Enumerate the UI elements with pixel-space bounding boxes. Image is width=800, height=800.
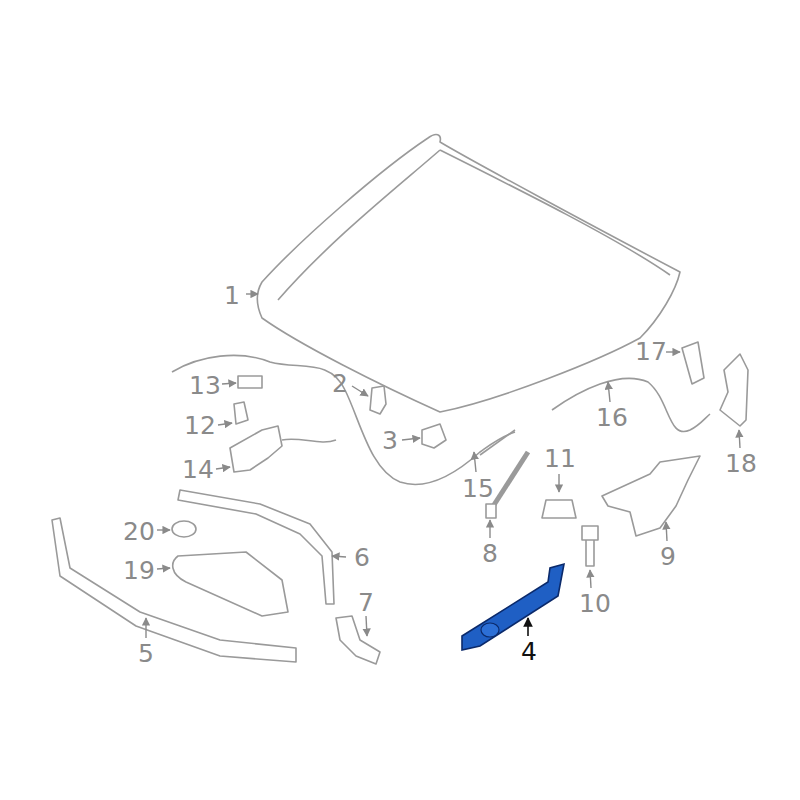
hood (258, 135, 681, 412)
callout-number: 6 (354, 545, 370, 570)
callout-number: 3 (382, 428, 398, 453)
insulator (173, 552, 288, 616)
callout-number: 9 (660, 544, 676, 569)
hinge (602, 456, 700, 536)
highlighted-part (481, 623, 499, 637)
callout-number: 8 (482, 541, 498, 566)
bracket (234, 402, 248, 424)
callout-number: 11 (544, 446, 576, 471)
leader-line (527, 618, 529, 636)
callout-number: 7 (358, 590, 374, 615)
callout-number: 4 (521, 639, 537, 664)
callout-number: 1 (224, 283, 240, 308)
callout-number: 2 (332, 371, 348, 396)
clip (238, 376, 262, 388)
callout-number: 16 (596, 405, 628, 430)
leader-lines (146, 294, 740, 638)
strut-end (486, 504, 496, 518)
nut (542, 500, 576, 518)
bolt (582, 526, 598, 566)
callout-number: 19 (123, 558, 155, 583)
callout-number: 20 (123, 519, 155, 544)
callout-number: 13 (189, 373, 221, 398)
release-cable (172, 355, 515, 484)
callout-number: 14 (182, 457, 214, 482)
highlighted-part (462, 564, 564, 650)
weatherstrip (52, 518, 296, 662)
callout-number: 12 (184, 413, 216, 438)
hinge-bracket (720, 354, 748, 426)
callout-number: 17 (635, 339, 667, 364)
bracket (336, 616, 380, 664)
striker (422, 424, 446, 448)
plug (172, 521, 196, 537)
callout-number: 15 (462, 476, 494, 501)
bracket (682, 342, 704, 384)
latch (230, 426, 282, 472)
bumper (370, 386, 386, 414)
callout-number: 10 (579, 591, 611, 616)
callout-number: 5 (138, 641, 154, 666)
callout-number: 18 (725, 451, 757, 476)
release-cable (552, 378, 710, 431)
